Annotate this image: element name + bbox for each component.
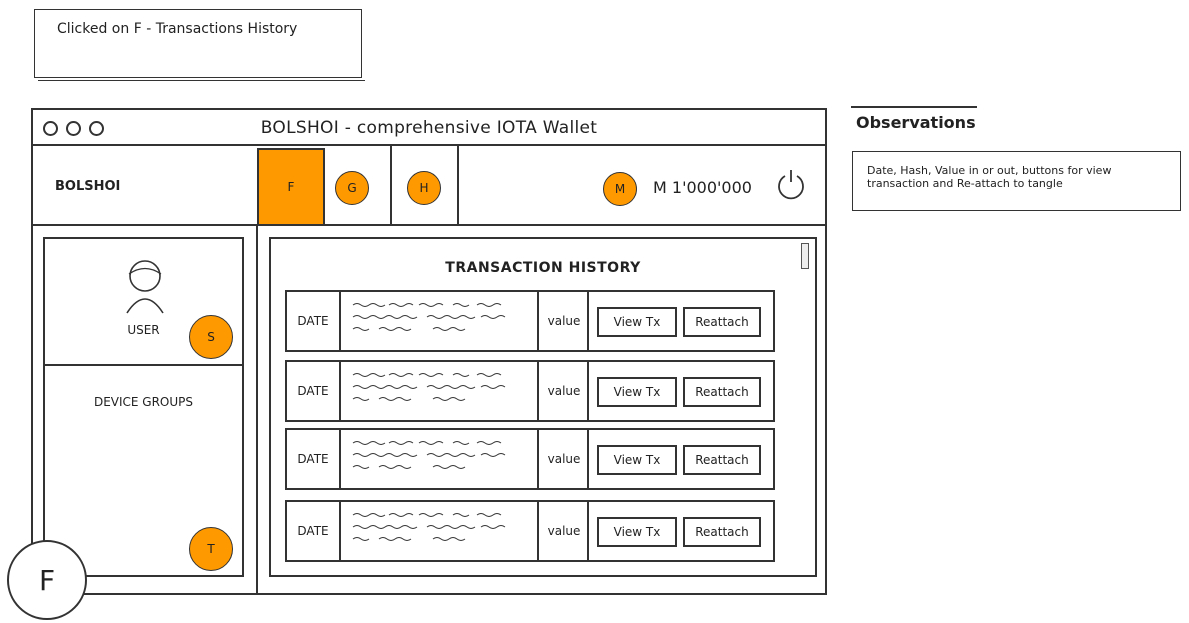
screen-label: F xyxy=(38,563,56,597)
section-title: TRANSACTION HISTORY xyxy=(445,260,641,276)
screen-label-circle: F xyxy=(7,540,87,620)
context-note: Clicked on F - Transactions History xyxy=(34,9,365,81)
window-dot-icon[interactable] xyxy=(43,121,58,136)
tx-hash xyxy=(343,362,539,420)
observations-rule xyxy=(851,106,977,108)
reattach-button[interactable]: Reattach xyxy=(683,307,761,337)
title-bar: BOLSHOI - comprehensive IOTA Wallet xyxy=(33,110,825,146)
nav-tab-h-label: H xyxy=(419,181,429,195)
observations-text: Date, Hash, Value in or out, buttons for… xyxy=(867,164,1112,190)
tx-date: DATE xyxy=(287,362,341,420)
transaction-history-panel: TRANSACTION HISTORY DATE value View Tx R… xyxy=(269,237,817,577)
window-dot-icon[interactable] xyxy=(89,121,104,136)
device-groups-t-badge-label: T xyxy=(207,542,215,556)
tx-value: value xyxy=(541,430,589,488)
view-tx-button[interactable]: View Tx xyxy=(597,377,677,407)
user-s-badge[interactable]: S xyxy=(189,315,233,359)
nav-divider xyxy=(390,146,392,224)
window-dot-icon[interactable] xyxy=(66,121,81,136)
tx-date: DATE xyxy=(287,502,341,560)
app-window: BOLSHOI - comprehensive IOTA Wallet BOLS… xyxy=(31,108,827,595)
window-title: BOLSHOI - comprehensive IOTA Wallet xyxy=(260,118,598,138)
hash-scribble-icon xyxy=(352,303,506,331)
hash-scribble-icon xyxy=(352,441,506,469)
nav-tab-f-label: F xyxy=(287,180,295,194)
nav-tab-g-label: G xyxy=(347,181,357,195)
tx-hash xyxy=(343,430,539,488)
window-controls xyxy=(43,121,104,136)
hash-scribble-icon xyxy=(352,373,506,401)
balance-display: M 1'000'000 xyxy=(653,178,752,197)
transaction-row: DATE value View Tx Reattach xyxy=(285,428,775,490)
hash-scribble-icon xyxy=(352,513,506,541)
user-label: USER xyxy=(127,323,160,337)
context-note-text: Clicked on F - Transactions History xyxy=(57,21,298,37)
device-groups-t-badge[interactable]: T xyxy=(189,527,233,571)
transaction-row: DATE value View Tx Reattach xyxy=(285,500,775,562)
device-groups-label[interactable]: DEVICE GROUPS xyxy=(93,395,194,409)
nav-tab-m-label: M xyxy=(614,182,626,196)
tx-date: DATE xyxy=(287,292,341,350)
reattach-button[interactable]: Reattach xyxy=(683,517,761,547)
observations-box: Date, Hash, Value in or out, buttons for… xyxy=(852,151,1181,211)
tx-value: value xyxy=(541,502,589,560)
top-nav: BOLSHOI F G H M M 1'000'000 xyxy=(33,146,825,226)
view-tx-button[interactable]: View Tx xyxy=(597,445,677,475)
user-s-badge-label: S xyxy=(207,330,215,344)
view-tx-button[interactable]: View Tx xyxy=(597,517,677,547)
view-tx-button[interactable]: View Tx xyxy=(597,307,677,337)
tx-value: value xyxy=(541,362,589,420)
tx-hash xyxy=(343,502,539,560)
tx-hash xyxy=(343,292,539,350)
nav-divider xyxy=(457,146,459,224)
observations-title: Observations xyxy=(856,113,976,132)
reattach-button[interactable]: Reattach xyxy=(683,445,761,475)
sidebar: USER S DEVICE GROUPS T xyxy=(43,237,244,577)
power-icon[interactable] xyxy=(775,168,807,200)
transaction-row: DATE value View Tx Reattach xyxy=(285,290,775,352)
user-section[interactable]: USER S xyxy=(45,239,242,366)
tx-date: DATE xyxy=(287,430,341,488)
user-icon xyxy=(126,260,164,314)
tx-value: value xyxy=(541,292,589,350)
nav-tab-h[interactable]: H xyxy=(407,171,441,205)
brand-label: BOLSHOI xyxy=(55,179,121,194)
scrollbar[interactable] xyxy=(801,243,809,269)
nav-tab-f[interactable]: F xyxy=(257,148,325,226)
panel-divider xyxy=(256,226,258,594)
nav-tab-m[interactable]: M xyxy=(603,172,637,206)
nav-tab-g[interactable]: G xyxy=(335,171,369,205)
reattach-button[interactable]: Reattach xyxy=(683,377,761,407)
transaction-row: DATE value View Tx Reattach xyxy=(285,360,775,422)
